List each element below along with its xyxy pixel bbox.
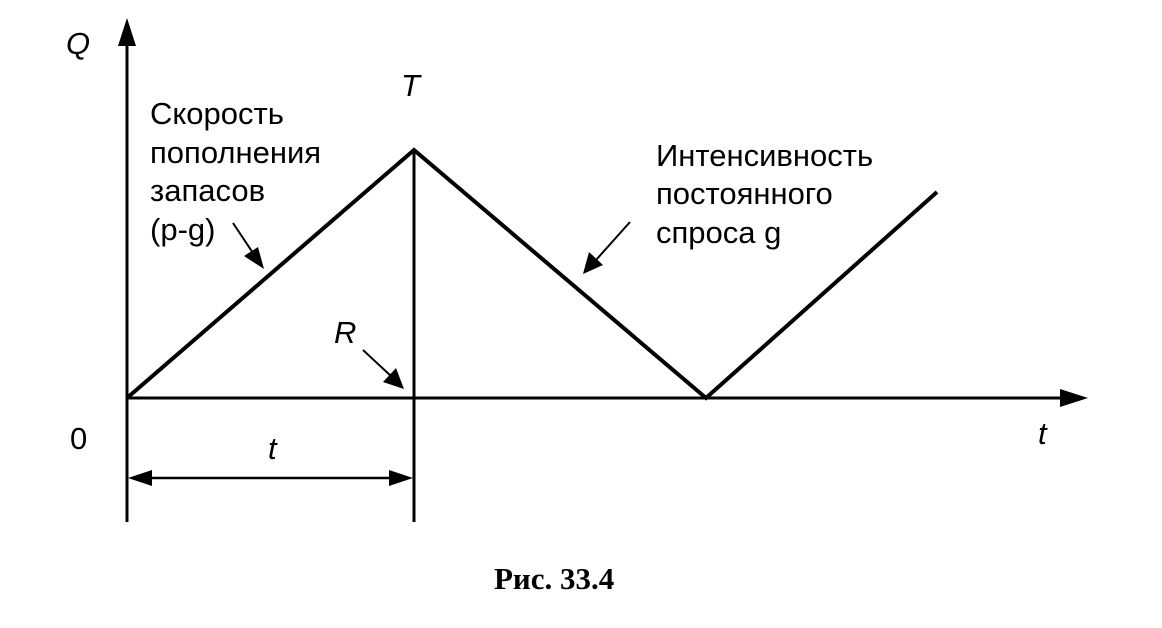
reorder-pointer-line (362, 349, 393, 378)
reorder-label: R (334, 315, 356, 350)
interval-label: t (268, 431, 278, 466)
rate-label-line2: пополнения (150, 135, 321, 170)
demand-pointer-line (595, 221, 631, 261)
rate-pointer-line (232, 222, 256, 257)
rate-label-line3: запасов (150, 173, 265, 208)
y-axis-arrowhead (118, 18, 136, 46)
demand-label-line2: постоянного (656, 176, 833, 211)
demand-pointer-arrowhead (583, 252, 603, 274)
demand-label-line1: Интенсивность (656, 138, 873, 173)
figure-caption: Рис. 33.4 (494, 561, 614, 596)
demand-label-line3: спроса g (656, 215, 781, 250)
x-axis-arrowhead (1060, 389, 1088, 407)
inventory-level-line (125, 147, 939, 401)
x-axis-label: t (1038, 416, 1048, 451)
peak-label: T (401, 68, 422, 103)
y-axis-label: Q (66, 26, 90, 61)
interval-arrowhead-right (389, 470, 413, 486)
reorder-pointer-arrowhead (383, 368, 404, 389)
origin-label: 0 (70, 421, 87, 456)
rate-label-line1: Скорость (150, 96, 284, 131)
rate-pointer-arrowhead (244, 247, 264, 269)
interval-arrowhead-left (128, 470, 152, 486)
rate-label-line4: (p-g) (150, 212, 215, 247)
